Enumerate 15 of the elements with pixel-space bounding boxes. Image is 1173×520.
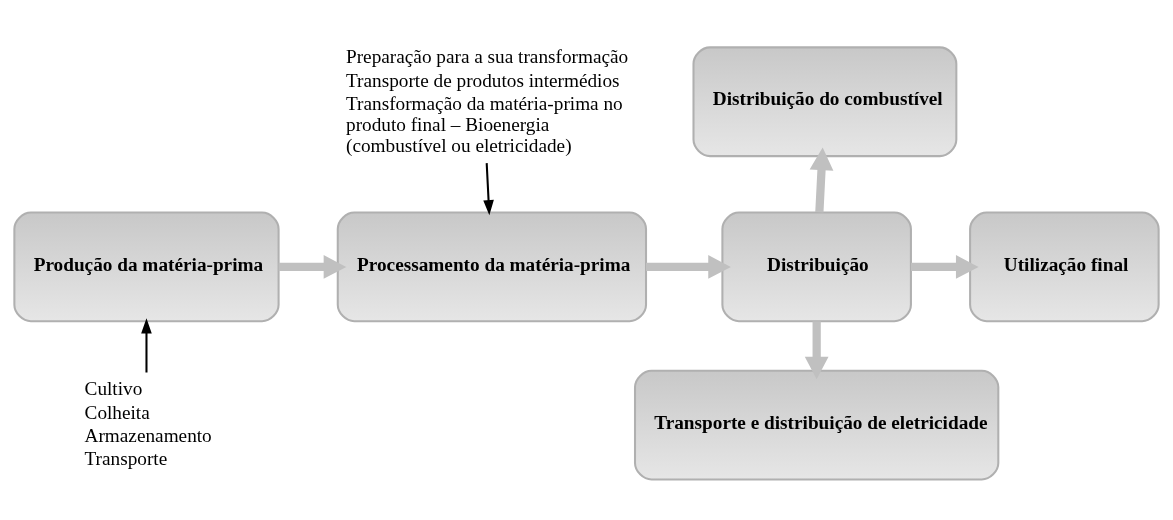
node-text: Cultivo Colheita Armazenamento Transporte — [84, 378, 212, 470]
arrow — [809, 147, 834, 213]
node-box: Transporte e distribuição de eletricidade — [634, 369, 1000, 481]
arrow — [141, 318, 152, 373]
node-text: Preparação para a sua transformação Transporte de produtos intermédios Transformação da matéria-prima no produto final – Bioenergia (combustível ou eletricidade) — [346, 46, 629, 156]
node-box: Distribuição — [721, 211, 912, 323]
node-box: Utilização final — [969, 211, 1160, 323]
node-box: Processamento da matéria-prima — [336, 211, 648, 323]
arrow — [278, 255, 347, 279]
node-box: Produção da matéria-prima — [13, 211, 280, 323]
arrow — [804, 321, 829, 380]
arrow — [646, 255, 731, 279]
node-box: Distribuição do combustível — [692, 46, 958, 158]
arrow — [911, 255, 979, 279]
arrow — [483, 163, 494, 216]
